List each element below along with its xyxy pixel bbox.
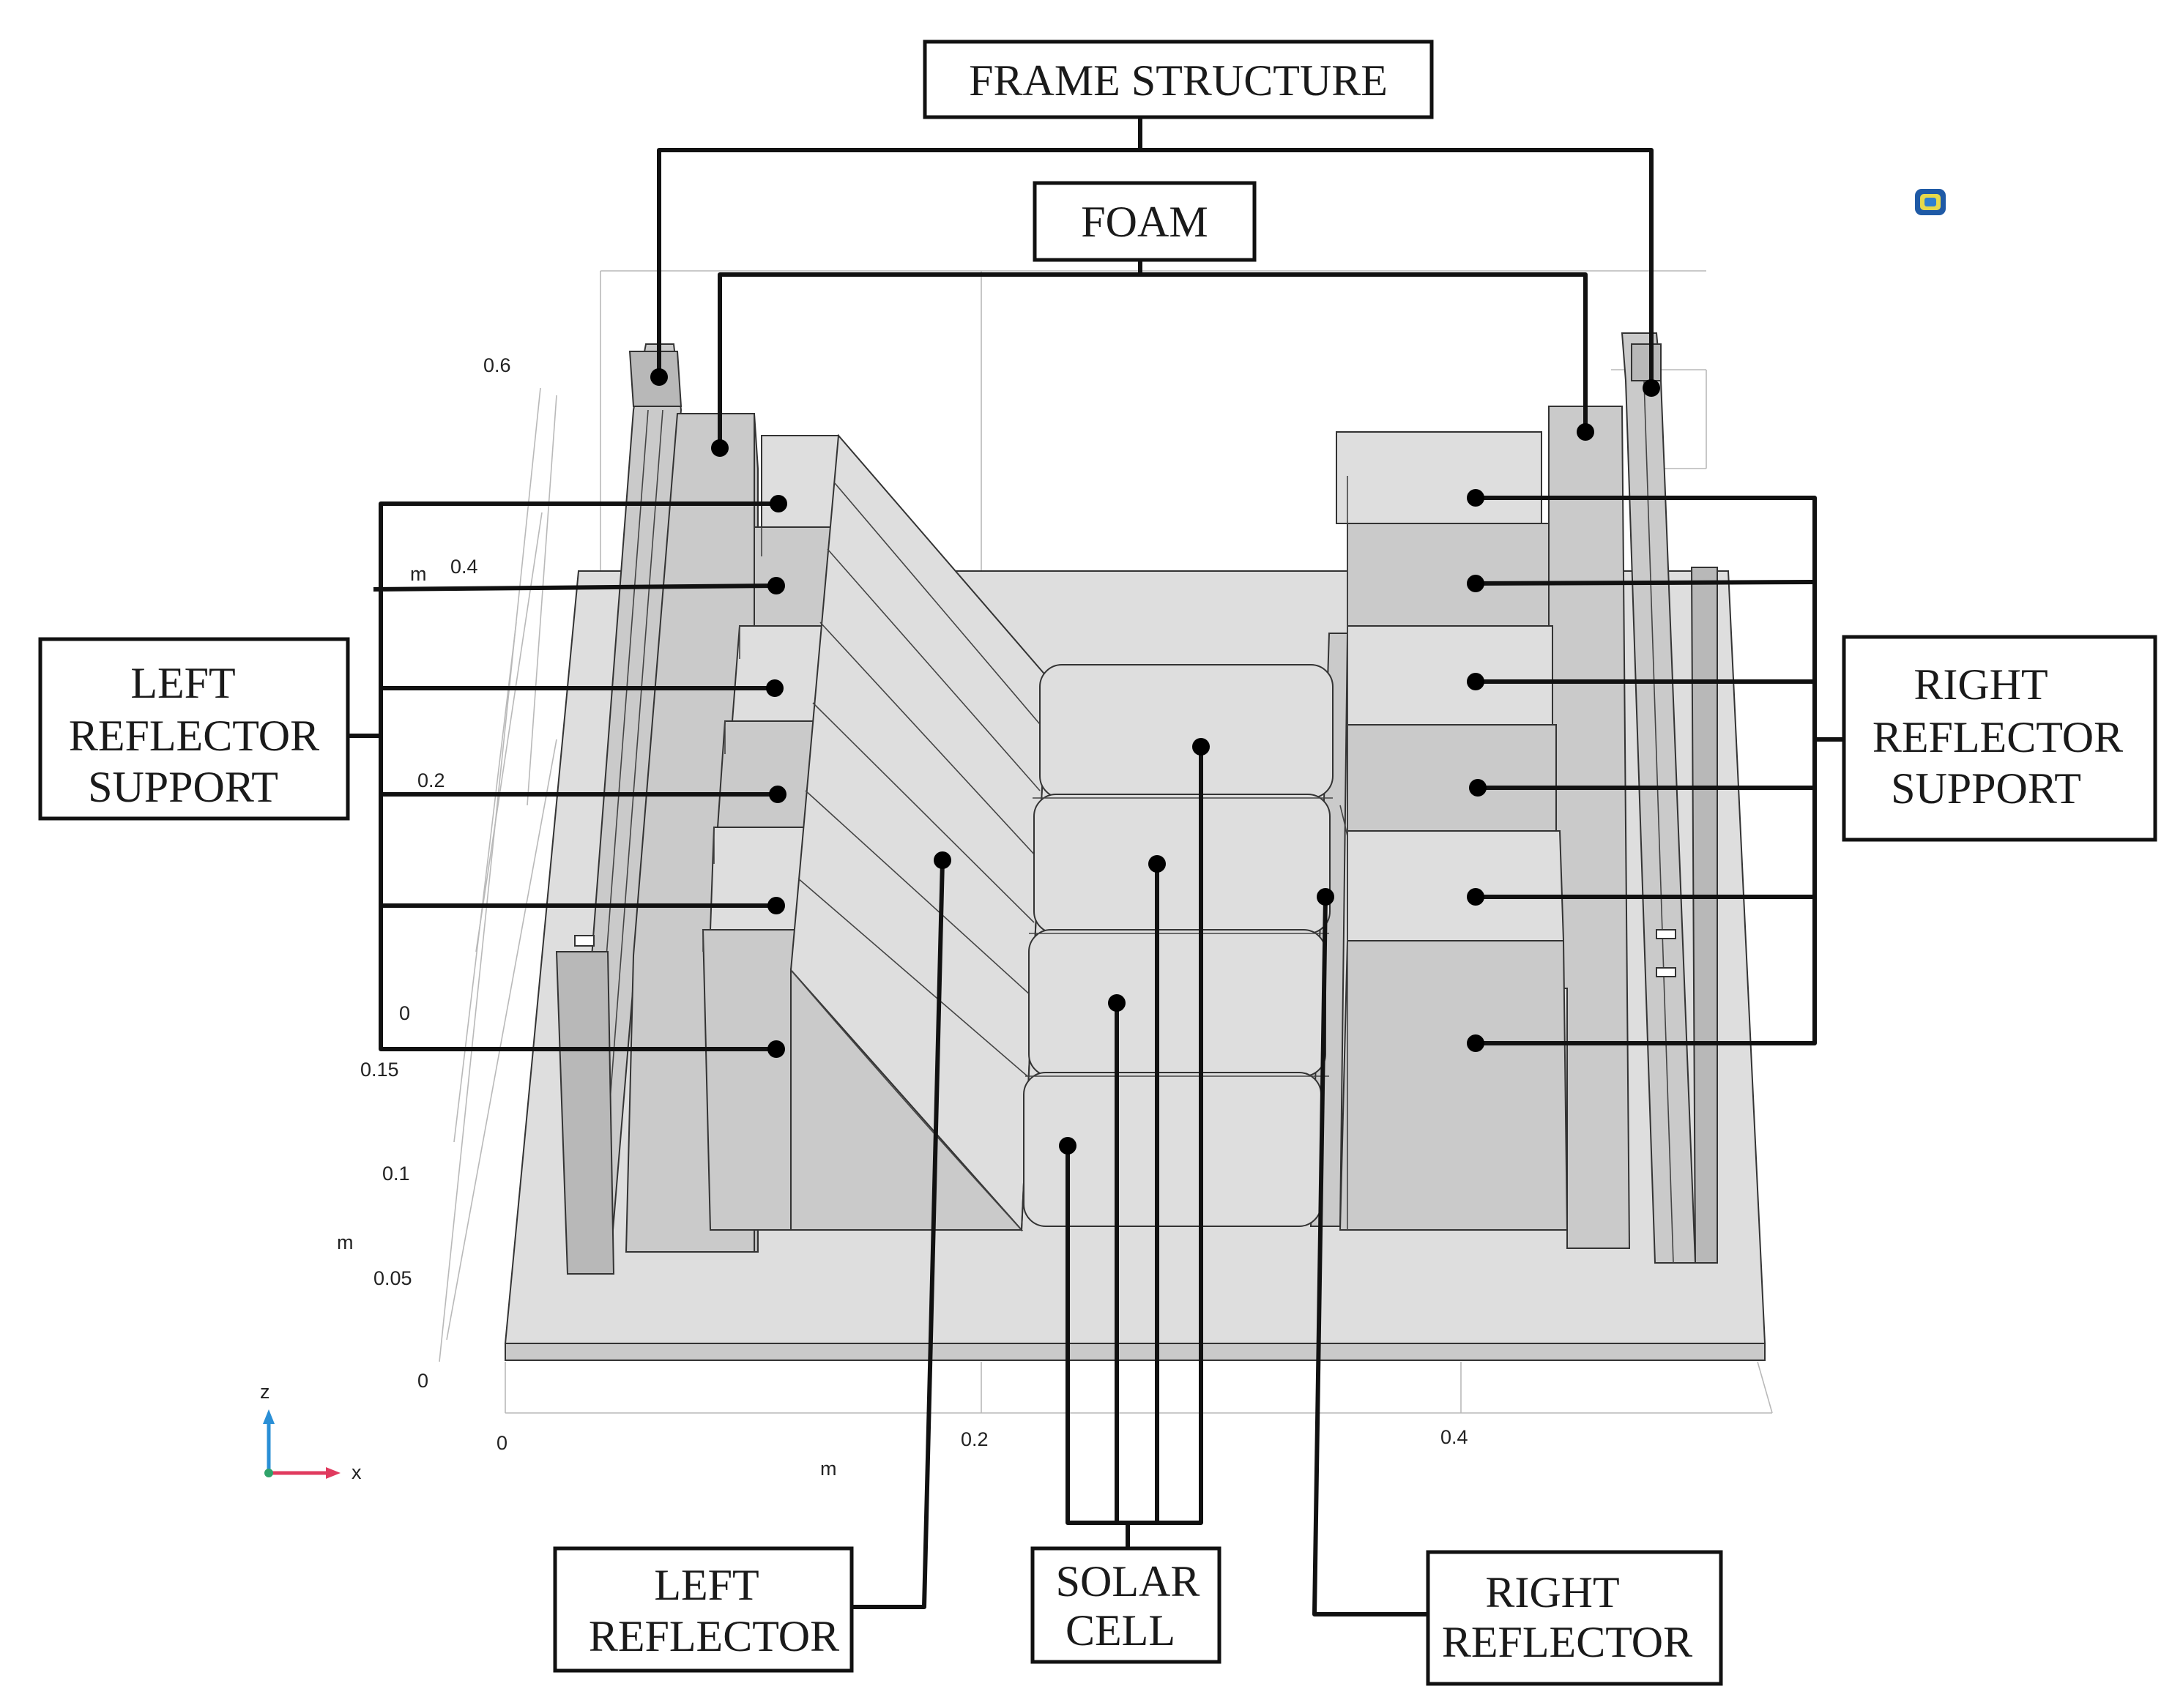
svg-text:REFLECTOR: REFLECTOR (589, 1612, 839, 1660)
z-tick-0: 0 (399, 1002, 410, 1024)
x-unit: m (820, 1458, 837, 1480)
triad-x-arrow-icon (326, 1467, 341, 1479)
comsol-logo-icon (1915, 189, 1946, 215)
z-tick-0-2: 0.2 (417, 769, 445, 791)
svg-text:REFLECTOR: REFLECTOR (1873, 713, 2123, 761)
z2-tick-0-1: 0.1 (382, 1163, 410, 1185)
label-right-reflector: RIGHT REFLECTOR (1426, 1550, 1723, 1686)
triad-origin-icon (264, 1469, 273, 1477)
base-plate-edge (505, 1343, 1766, 1361)
triad-x-label: x (352, 1461, 362, 1483)
svg-text:SUPPORT: SUPPORT (1891, 764, 2081, 813)
label-left-reflector: LEFT REFLECTOR (553, 1546, 854, 1673)
svg-text:CELL: CELL (1066, 1606, 1175, 1655)
right-reflector-support-blocks (1336, 431, 1569, 1231)
svg-text:REFLECTOR: REFLECTOR (69, 712, 319, 760)
label-foam: FOAM (1033, 181, 1257, 262)
leader-dots (650, 368, 1660, 1155)
label-solar-cell: SOLAR CELL (1030, 1546, 1221, 1664)
leader-lines (348, 117, 1844, 1616)
x-tick-0-4: 0.4 (1440, 1426, 1468, 1448)
svg-text:FOAM: FOAM (1081, 198, 1208, 246)
triad-z-label: z (260, 1381, 270, 1403)
label-right-reflector-support: RIGHT REFLECTOR SUPPORT (1842, 635, 2157, 842)
z-tick-0-6: 0.6 (483, 354, 511, 376)
z2-tick-0-05: 0.05 (373, 1267, 412, 1289)
svg-text:RIGHT: RIGHT (1914, 660, 2048, 709)
z-tick-0-4: 0.4 (450, 556, 478, 578)
svg-text:SOLAR: SOLAR (1056, 1557, 1200, 1606)
svg-text:LEFT: LEFT (654, 1561, 759, 1609)
label-left-reflector-support: LEFT REFLECTOR SUPPORT (38, 637, 350, 821)
z2-tick-0-15: 0.15 (360, 1059, 399, 1081)
svg-text:LEFT: LEFT (130, 659, 235, 707)
solar-cell-stack (1023, 664, 1334, 1227)
axis-labels: 0.6 0.4 m 0.2 0 0.15 0.1 m 0.05 0 0 0.2 … (337, 354, 1468, 1480)
z2-tick-0: 0 (417, 1370, 428, 1392)
solar-concentrator-model (504, 332, 1766, 1361)
label-frame-structure: FRAME STRUCTURE (923, 40, 1434, 119)
triad-z-arrow-icon (263, 1409, 275, 1424)
x-tick-0: 0 (497, 1432, 507, 1454)
axis-triad: z x (260, 1381, 362, 1483)
z2-unit: m (337, 1231, 354, 1253)
svg-text:SUPPORT: SUPPORT (88, 763, 278, 811)
x-tick-0-2: 0.2 (961, 1428, 989, 1450)
z-upper-unit: m (410, 563, 427, 585)
svg-text:RIGHT: RIGHT (1485, 1568, 1619, 1616)
svg-text:REFLECTOR: REFLECTOR (1442, 1618, 1692, 1666)
svg-text:FRAME STRUCTURE: FRAME STRUCTURE (969, 56, 1388, 105)
